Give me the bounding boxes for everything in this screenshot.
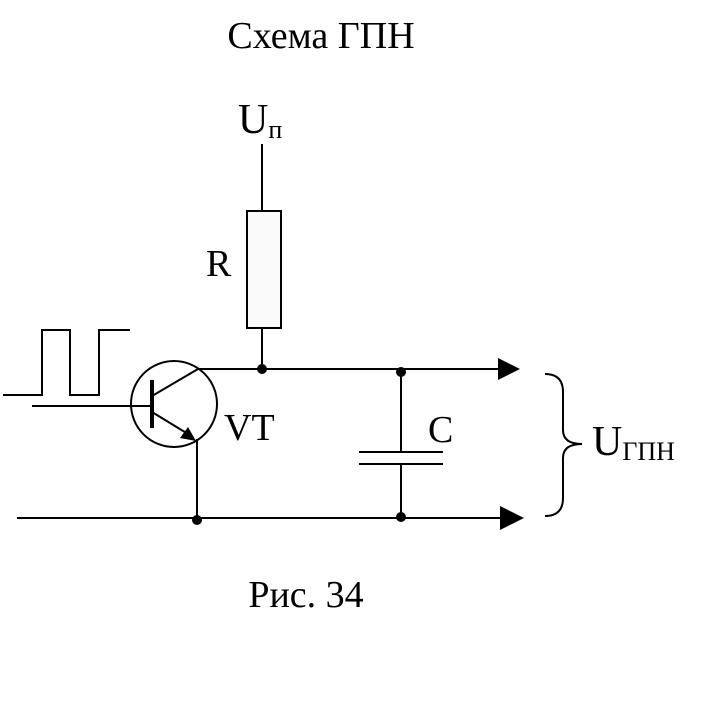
emitter-arrow (180, 427, 196, 441)
resistor-r (246, 210, 282, 329)
top-output-arrow (498, 358, 520, 380)
transistor-emitter-lead (151, 411, 189, 435)
transistor-vt (130, 360, 218, 520)
capacitor-c (359, 372, 443, 517)
output-voltage-subscript: ГПН (622, 437, 675, 466)
transistor-body (130, 360, 218, 448)
transistor-label: VT (224, 407, 275, 449)
diagram-title: Схема ГПН (227, 15, 414, 57)
supply-voltage-subscript: п (268, 115, 282, 144)
output-voltage-main: U (592, 419, 622, 465)
resistor-label: R (206, 243, 232, 285)
transistor-collector-lead (151, 368, 199, 397)
supply-voltage-label: Uп (238, 97, 282, 144)
collector-node (257, 364, 267, 374)
output-brace (544, 373, 583, 517)
figure-caption: Рис. 34 (248, 574, 363, 616)
capacitor-label: C (428, 409, 453, 451)
supply-voltage-main: U (238, 97, 268, 143)
output-voltage-label: UГПН (592, 419, 675, 466)
bottom-output-arrow (500, 506, 524, 530)
input-pulse-waveform (3, 329, 130, 396)
